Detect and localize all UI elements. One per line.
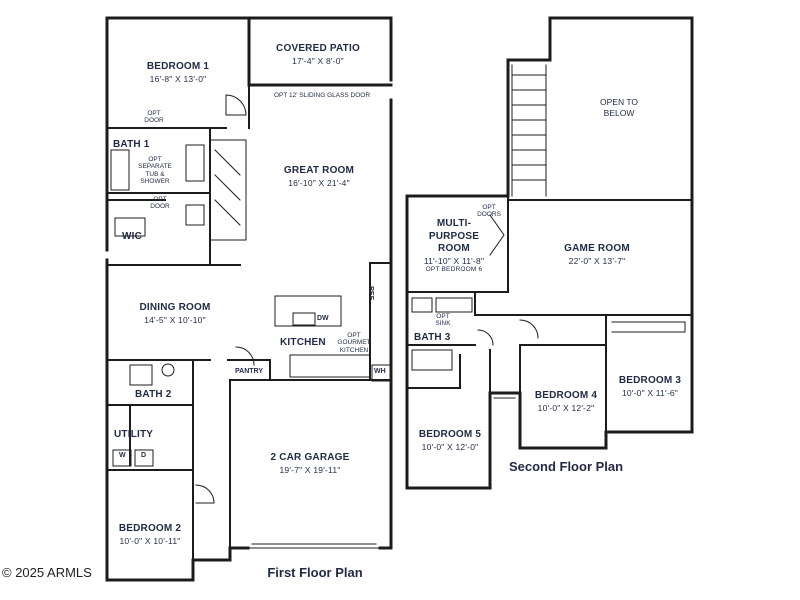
bedroom1-dim: 16'-8" X 13'-0" bbox=[149, 73, 207, 84]
opt-sliding-door-note: OPT 12' SLIDING GLASS DOOR bbox=[273, 92, 371, 99]
second-floor-interior-walls bbox=[406, 195, 693, 433]
covered-patio-dim: 17'-4" X 8'-0" bbox=[292, 55, 344, 66]
opt-door-note-1: OPT DOOR bbox=[144, 110, 164, 125]
refrigerator-label: REF bbox=[367, 286, 374, 300]
great-room-dim: 16'-10" X 21'-4" bbox=[288, 177, 350, 188]
bath3-label: BATH 3 bbox=[414, 332, 451, 343]
dining-room-name: DINING ROOM bbox=[139, 302, 211, 313]
bedroom3-label: BEDROOM 3 10'-0" X 11'-6" bbox=[619, 375, 681, 398]
second-floor-fixtures bbox=[411, 64, 686, 399]
copyright-text: 2025 ARMLS bbox=[15, 565, 92, 580]
bedroom2-dim: 10'-0" X 10'-11" bbox=[119, 535, 181, 546]
game-room-dim: 22'-0" X 13'-7" bbox=[568, 255, 626, 266]
covered-patio-name: COVERED PATIO bbox=[276, 43, 360, 54]
garage-dim: 19'-7" X 19'-11" bbox=[279, 464, 341, 475]
first-floor-interior-walls bbox=[106, 84, 392, 581]
first-floor-fixtures bbox=[110, 94, 391, 549]
bedroom1-name: BEDROOM 1 bbox=[146, 61, 210, 72]
covered-patio-label: COVERED PATIO 17'-4" X 8'-0" bbox=[276, 43, 360, 66]
copyright-notice: © 2025 ARMLS bbox=[2, 565, 92, 580]
bedroom1-label: BEDROOM 1 16'-8" X 13'-0" bbox=[147, 61, 209, 84]
dining-room-label: DINING ROOM 14'-5" X 10'-10" bbox=[139, 302, 210, 325]
bedroom5-label: BEDROOM 5 10'-0" X 12'-0" bbox=[419, 429, 481, 452]
water-heater-label: WH bbox=[374, 368, 386, 375]
opt-door-note-2: OPT DOOR bbox=[150, 196, 170, 211]
great-room-name: GREAT ROOM bbox=[283, 165, 355, 176]
bedroom5-dim: 10'-0" X 12'-0" bbox=[421, 441, 479, 452]
dryer-label: D bbox=[141, 452, 147, 459]
opt-gourmet-note: OPT GOURMET KITCHEN bbox=[337, 332, 371, 354]
multi-purpose-room-note: OPT BEDROOM 6 bbox=[425, 266, 483, 274]
second-floor-title: Second Floor Plan bbox=[508, 459, 624, 474]
utility-label: UTILITY bbox=[114, 429, 154, 440]
bedroom2-label: BEDROOM 2 10'-0" X 10'-11" bbox=[119, 523, 181, 546]
garage-label: 2 CAR GARAGE 19'-7" X 19'-11" bbox=[270, 452, 349, 475]
dining-room-dim: 14'-5" X 10'-10" bbox=[144, 314, 206, 325]
garage-name: 2 CAR GARAGE bbox=[270, 452, 350, 463]
bath2-label: BATH 2 bbox=[135, 389, 172, 400]
kitchen-label: KITCHEN bbox=[280, 337, 326, 348]
wic-label: WIC bbox=[122, 231, 143, 242]
bedroom4-name: BEDROOM 4 bbox=[534, 390, 598, 401]
dishwasher-label: DW bbox=[317, 315, 329, 322]
pantry-label: PANTRY bbox=[235, 368, 263, 375]
multi-purpose-room-label: MULTI- PURPOSE ROOM 11'-10" X 11'-8" OPT… bbox=[424, 218, 484, 274]
opt-sink-note: OPT SINK bbox=[435, 313, 451, 328]
multi-purpose-room-dim: 11'-10" X 11'-8" bbox=[423, 255, 485, 266]
bedroom5-name: BEDROOM 5 bbox=[418, 429, 482, 440]
open-to-below-label: OPEN TO BELOW bbox=[600, 97, 638, 118]
bedroom3-dim: 10'-0" X 11'-6" bbox=[621, 387, 679, 398]
washer-label: W bbox=[119, 452, 126, 459]
bedroom3-name: BEDROOM 3 bbox=[618, 375, 682, 386]
opt-tub-note: OPT SEPARATE TUB & SHOWER bbox=[138, 156, 172, 186]
bath1-label: BATH 1 bbox=[113, 139, 150, 150]
bedroom4-dim: 10'-0" X 12'-2" bbox=[537, 402, 595, 413]
first-floor-title: First Floor Plan bbox=[267, 565, 363, 580]
game-room-name: GAME ROOM bbox=[564, 243, 630, 254]
game-room-label: GAME ROOM 22'-0" X 13'-7" bbox=[564, 243, 630, 266]
bedroom2-name: BEDROOM 2 bbox=[118, 523, 182, 534]
opt-doors-note: OPT DOORS bbox=[477, 204, 501, 219]
bedroom4-label: BEDROOM 4 10'-0" X 12'-2" bbox=[535, 390, 597, 413]
great-room-label: GREAT ROOM 16'-10" X 21'-4" bbox=[284, 165, 354, 188]
multi-purpose-room-name: MULTI- PURPOSE ROOM bbox=[428, 218, 480, 254]
